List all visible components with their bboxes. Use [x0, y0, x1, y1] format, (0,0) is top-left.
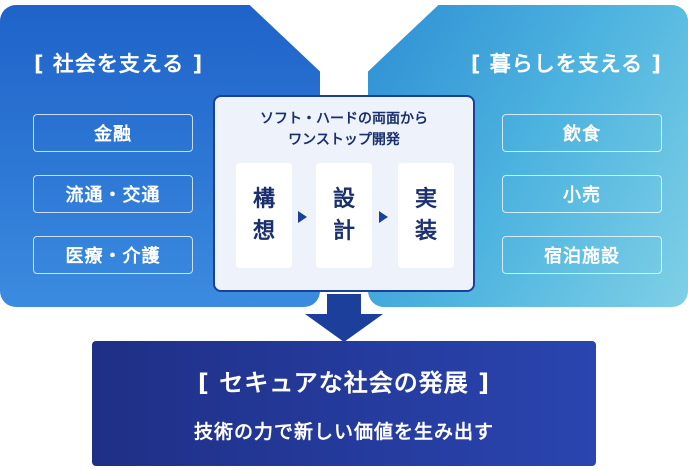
category-food-service: 飲食 [502, 114, 662, 152]
process-title: ソフト・ハードの両面から ワンストップ開発 [215, 109, 473, 151]
step-concept-char-2: 想 [252, 218, 275, 244]
step-concept-char-1: 構 [252, 186, 275, 212]
step-design-char-2: 計 [332, 218, 355, 244]
outcome-title: [ セキュアな社会の発展 ] [197, 369, 491, 397]
step-implementation-char-2: 装 [414, 218, 437, 244]
process-title-line-2: ワンストップ開発 [288, 132, 400, 148]
step-arrow-icon [298, 211, 307, 223]
step-arrow-icon [379, 211, 388, 223]
category-logistics-transport: 流通・交通 [33, 175, 193, 213]
category-accommodation: 宿泊施設 [502, 236, 662, 274]
process-title-line-1: ソフト・ハードの両面から [260, 111, 428, 127]
step-design-char-1: 設 [332, 186, 355, 212]
outcome-box: [ セキュアな社会の発展 ] 技術の力で新しい価値を生み出す [92, 341, 596, 466]
outcome-subtitle: 技術の力で新しい価値を生み出す [193, 421, 494, 443]
down-arrow-icon [305, 294, 383, 342]
step-concept: 構 想 [236, 163, 292, 268]
category-retail: 小売 [502, 175, 662, 213]
left-panel-title: [ 社会を支える ] [34, 52, 204, 76]
development-process-box: ソフト・ハードの両面から ワンストップ開発 構 想 設 計 実 装 [213, 95, 475, 292]
step-implementation-char-1: 実 [414, 186, 437, 212]
category-finance: 金融 [33, 114, 193, 152]
step-design: 設 計 [316, 163, 372, 268]
right-panel-title: [ 暮らしを支える ] [470, 52, 662, 76]
category-medical-care: 医療・介護 [33, 236, 193, 274]
step-implementation: 実 装 [398, 163, 454, 268]
